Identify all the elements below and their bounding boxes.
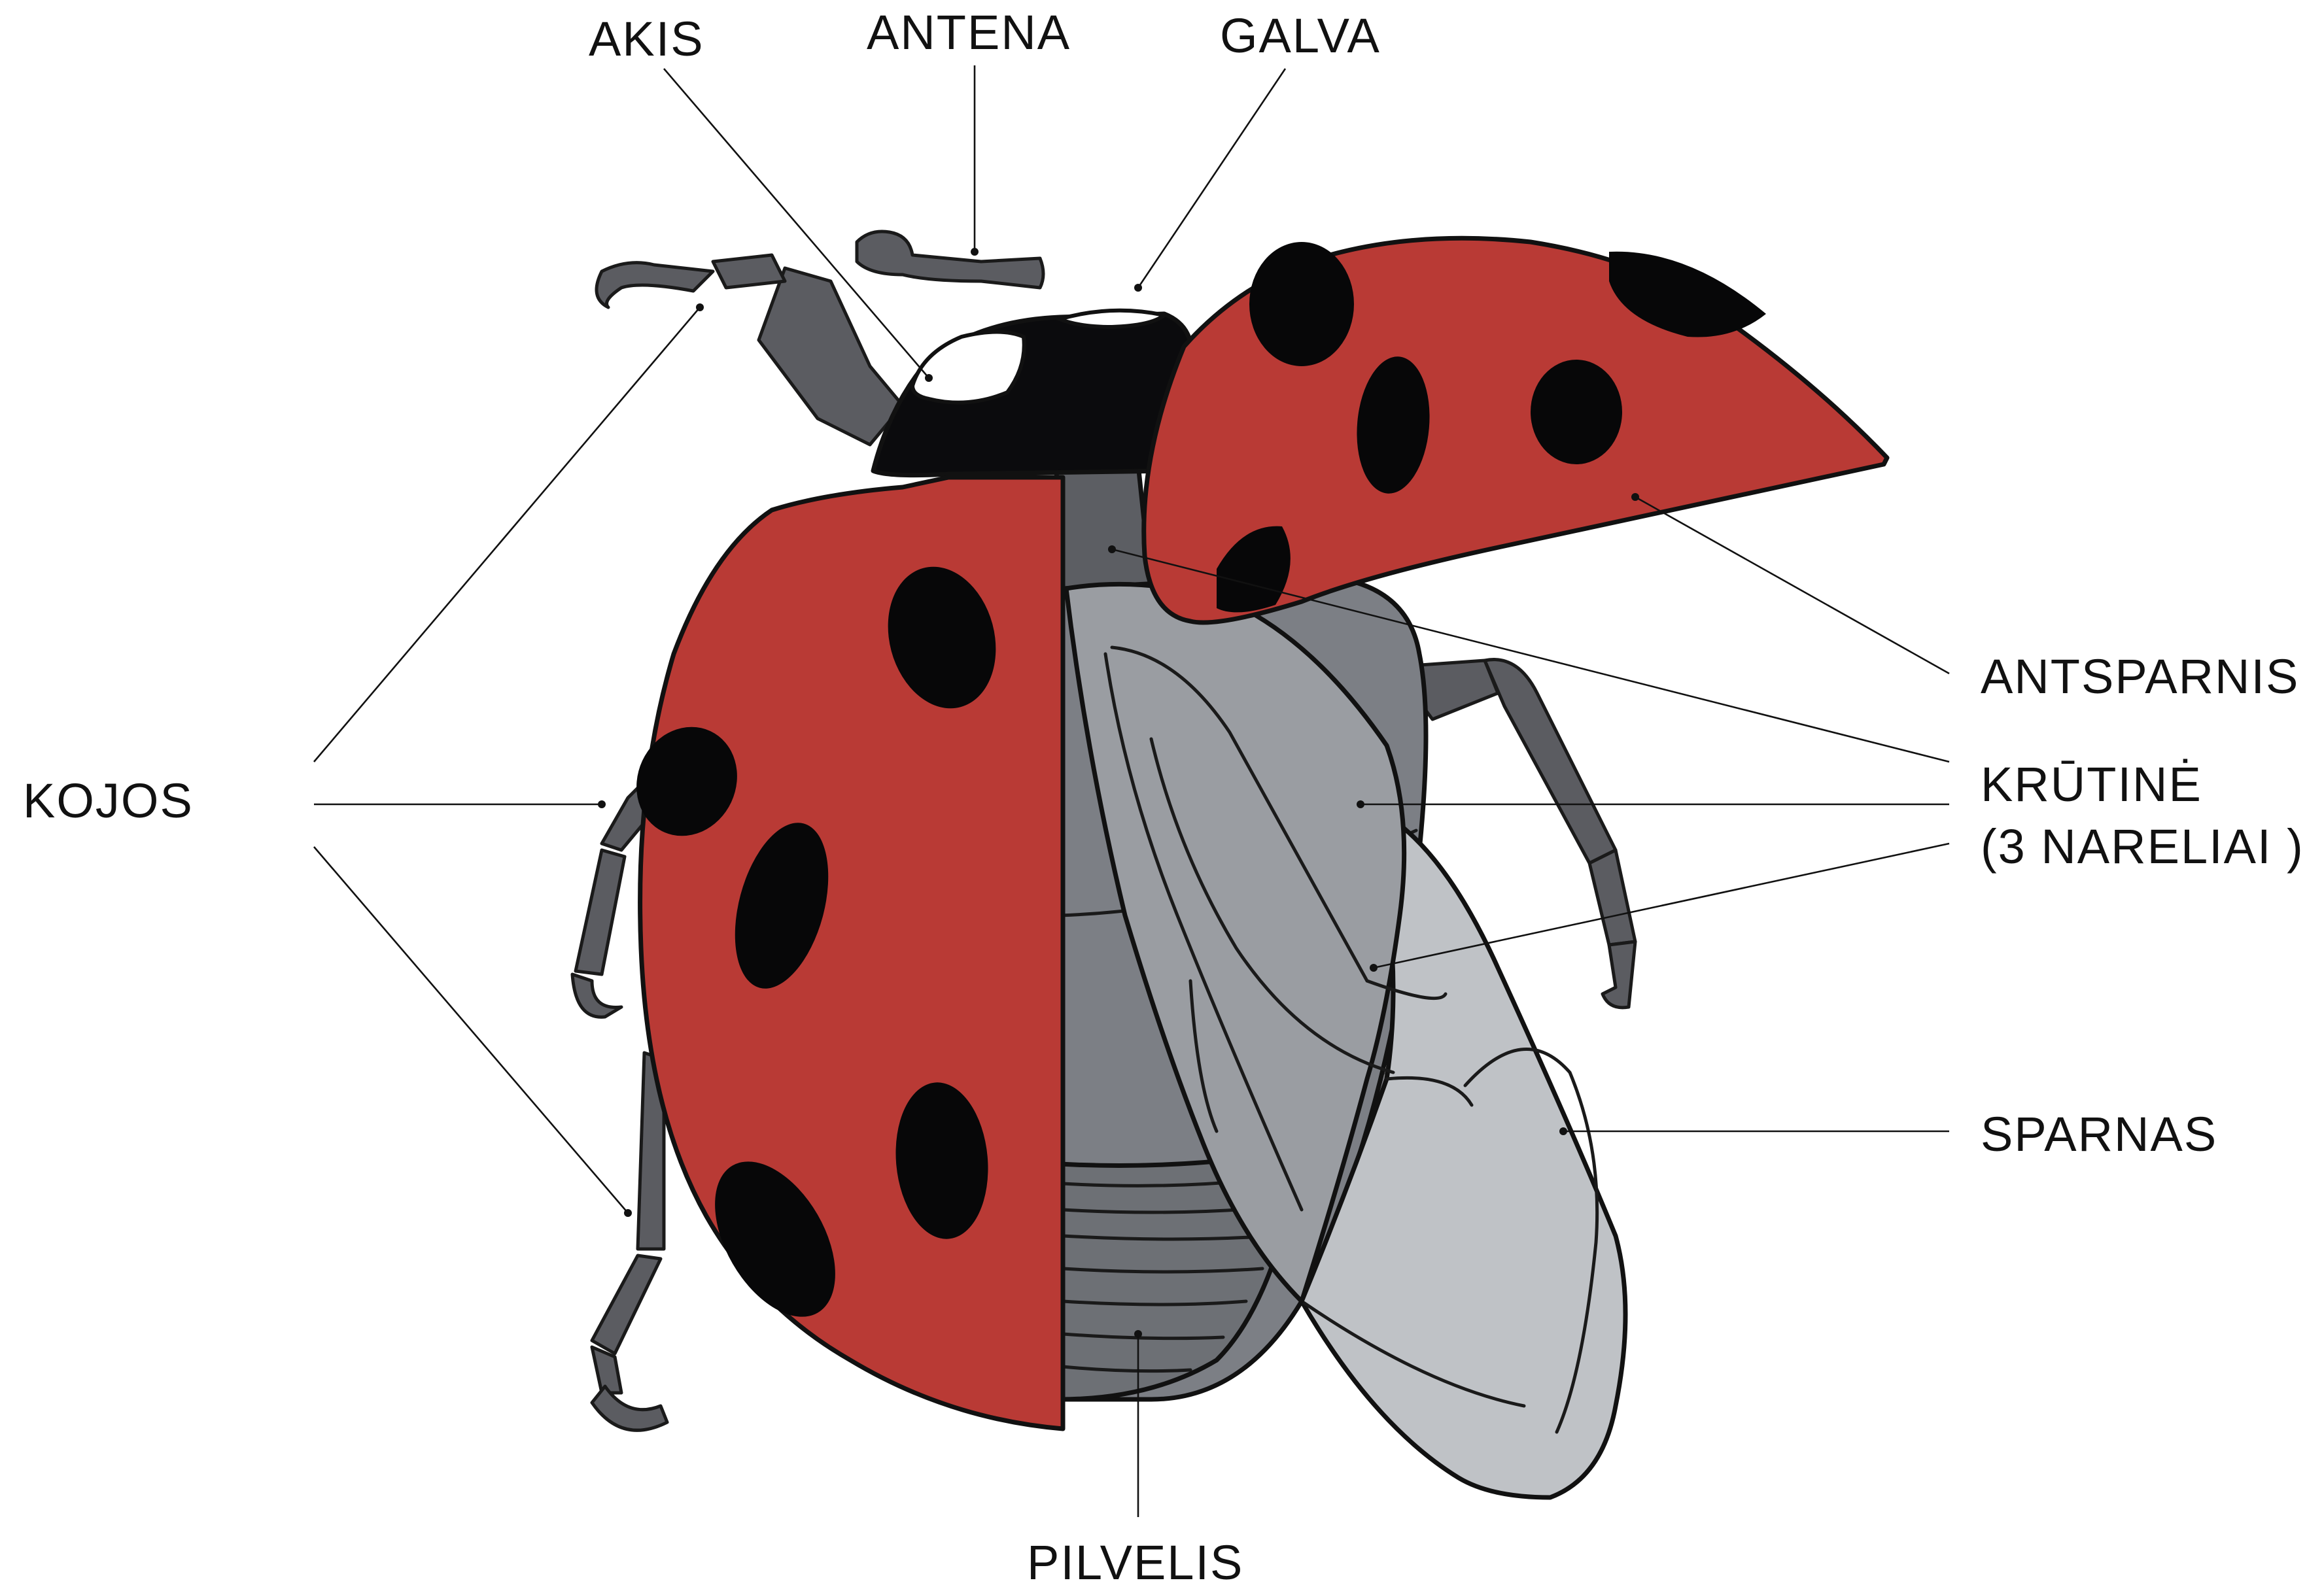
label-pilvelis: PILVELIS <box>1027 1535 1243 1589</box>
elytron-right <box>1144 238 1887 623</box>
elytron-left <box>619 477 1063 1429</box>
label-galva: GALVA <box>1220 9 1381 63</box>
spot <box>1249 242 1354 366</box>
label-antsparnis: ANTSPARNIS <box>1981 649 2299 704</box>
label-sparnas: SPARNAS <box>1981 1107 2217 1161</box>
leg-rear-left <box>592 1053 667 1430</box>
label-krutine-line2: (3 NARELIAI ) <box>1981 819 2304 874</box>
head <box>873 311 1192 475</box>
label-kojos: KOJOS <box>23 774 194 828</box>
leg-front-left <box>597 255 903 445</box>
antenna <box>857 231 1043 288</box>
eye <box>912 332 1024 403</box>
label-antena: ANTENA <box>867 5 1071 60</box>
label-akis: AKIS <box>589 12 704 66</box>
label-krutine-line1: KRŪTINĖ <box>1981 757 2202 812</box>
spot <box>1531 360 1622 464</box>
